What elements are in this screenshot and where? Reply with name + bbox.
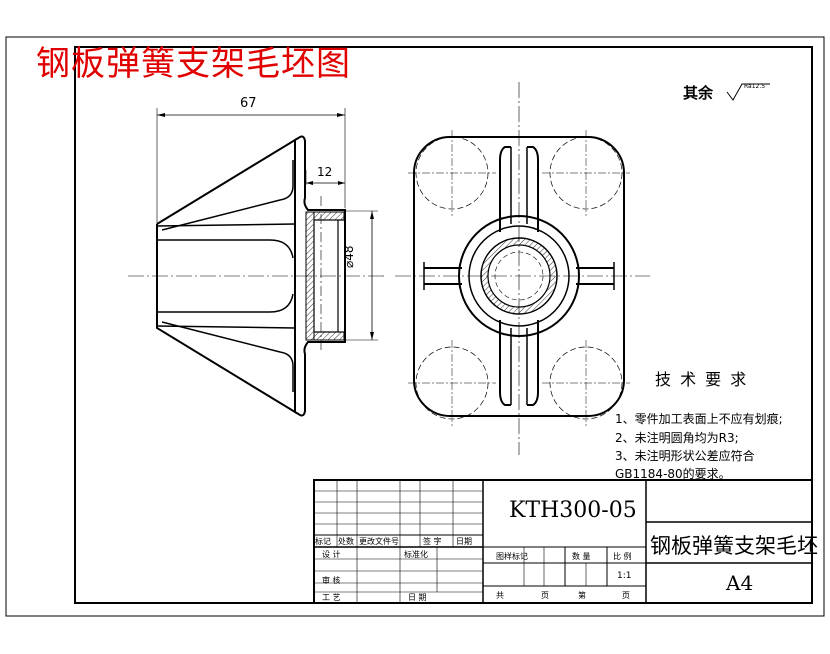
surface-roughness-value: Ra12.5 bbox=[744, 83, 766, 90]
tech-requirement-item: 2、未注明圆角均为R3; bbox=[615, 431, 739, 445]
label-change-doc: 更改文件号 bbox=[359, 537, 399, 546]
tech-requirement-item: 1、零件加工表面上不应有划痕; bbox=[615, 412, 783, 426]
title-block-grid bbox=[313, 479, 813, 604]
tech-requirements-heading: 技 术 要 求 bbox=[655, 370, 749, 389]
label-mark: 标记 bbox=[315, 537, 331, 546]
scale-value: 1:1 bbox=[617, 571, 632, 581]
front-view bbox=[395, 82, 650, 455]
surface-note-label: 其余 bbox=[683, 84, 714, 102]
label-date: 日期 bbox=[456, 537, 472, 546]
outer-border bbox=[5, 36, 825, 617]
dimension-overall-length: 67 bbox=[240, 96, 257, 111]
drawing-number: KTH300-05 bbox=[509, 498, 637, 523]
label-stage-mark: 图样标记 bbox=[496, 552, 528, 561]
dimension-flange-thickness: 12 bbox=[317, 165, 333, 179]
tech-requirement-item: GB1184-80的要求。 bbox=[615, 467, 731, 481]
label-page-2: 页 bbox=[622, 591, 630, 600]
tech-requirement-item: 3、未注明形状公差应符合 bbox=[615, 449, 755, 463]
roughness-symbol-icon bbox=[726, 83, 770, 101]
label-date-2: 日 期 bbox=[408, 593, 427, 602]
side-section-view bbox=[128, 108, 385, 417]
dimension-bore-diameter: ⌀48 bbox=[342, 245, 356, 269]
label-process: 工 艺 bbox=[322, 593, 341, 602]
label-design: 设 计 bbox=[322, 550, 341, 559]
label-sheet: 第 bbox=[578, 591, 586, 600]
label-signature: 签 字 bbox=[423, 537, 442, 546]
label-page: 页 bbox=[541, 591, 549, 600]
label-total: 共 bbox=[496, 591, 504, 600]
label-count: 处数 bbox=[338, 537, 354, 546]
label-quantity: 数 量 bbox=[572, 552, 591, 561]
label-review: 审 核 bbox=[322, 576, 341, 585]
label-scale: 比 例 bbox=[613, 552, 632, 561]
label-standardization: 标准化 bbox=[404, 550, 428, 559]
drawing-title: 钢板弹簧支架毛坯图 bbox=[36, 44, 351, 84]
part-name: 钢板弹簧支架毛坯 bbox=[650, 534, 818, 558]
drawing-frame bbox=[74, 46, 813, 604]
sheet-size: A4 bbox=[726, 571, 754, 595]
